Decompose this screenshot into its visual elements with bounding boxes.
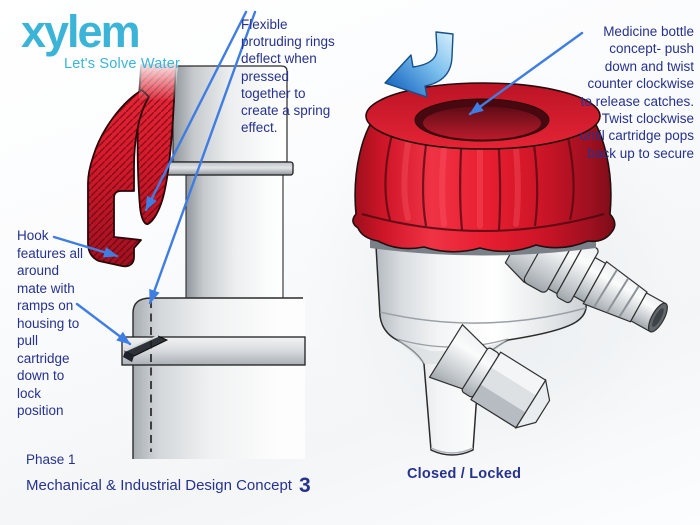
red-wall-top-fade [139, 64, 178, 100]
concept-title-row: Mechanical & Industrial Design Concept 3 [26, 474, 311, 498]
leader-ramps-to-wedge [75, 302, 132, 346]
twist-arrow-icon [384, 31, 454, 98]
note-flexible-rings: Flexible protruding rings deflect when p… [241, 17, 335, 136]
footer: Phase 1 Mechanical & Industrial Design C… [26, 452, 311, 498]
tube-bottom-edge [430, 447, 474, 454]
cartridge-flange [151, 161, 294, 176]
leader-medicine-to-cap [468, 31, 584, 116]
red-cap [352, 82, 616, 253]
cartridge-3d-render [352, 31, 668, 456]
housing-body [133, 298, 305, 459]
note-hook-features: Hook features all around mate with ramps… [17, 228, 84, 418]
logo-tagline: Let's Solve Water [64, 56, 181, 72]
note-medicine-bottle: Medicine bottle concept- push down and t… [579, 24, 694, 161]
cap-opening-inner-wall [423, 106, 541, 140]
cap-skirt-line [361, 213, 605, 232]
leader-arrows [52, 10, 584, 346]
state-caption: Closed / Locked [407, 466, 522, 482]
leader-hook-to-foot [52, 235, 119, 258]
red-hook [87, 89, 150, 268]
cross-section-diagram [87, 64, 306, 459]
concept-title: Mechanical & Industrial Design Concept [26, 477, 292, 494]
body-seam-upper [379, 307, 587, 324]
xylem-logo: xylem [21, 6, 141, 57]
hex-plug [428, 323, 551, 429]
phase-label: Phase 1 [26, 452, 76, 467]
leader-flexible-to-wall-tip [144, 10, 248, 212]
ramp-wedge [123, 335, 169, 362]
leader-flexible-to-housing [148, 10, 257, 305]
concept-number: 3 [298, 474, 311, 497]
cartridge-mid-cylinder [185, 174, 284, 302]
